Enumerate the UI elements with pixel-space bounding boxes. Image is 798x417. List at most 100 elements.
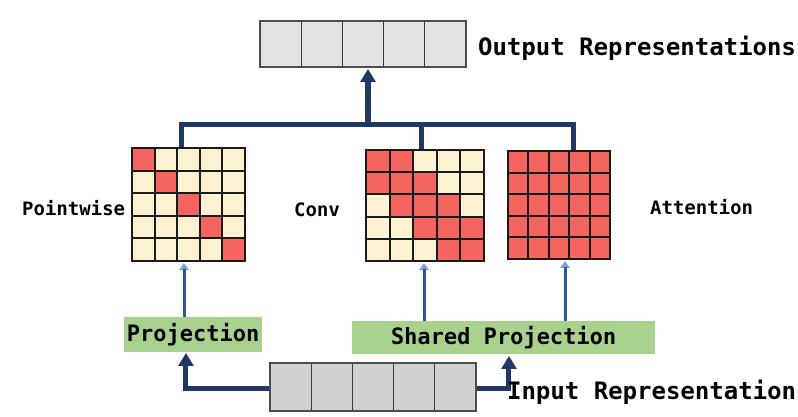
matrix-cell <box>548 172 570 195</box>
bar-cell <box>311 364 352 410</box>
matrix-cell <box>528 237 549 259</box>
matrix-cell <box>132 215 155 239</box>
matrix-cell <box>177 148 200 171</box>
matrix-cell <box>460 172 484 195</box>
matrix-cell <box>222 215 245 239</box>
matrix-cell <box>569 215 590 238</box>
matrix-cell <box>436 172 461 195</box>
matrix-cell <box>177 170 200 194</box>
matrix-cell <box>177 215 200 239</box>
matrix-cell <box>366 238 390 261</box>
matrix-cell <box>222 238 245 261</box>
matrix-cell <box>508 215 529 238</box>
bar-cell <box>271 364 311 410</box>
matrix-cell <box>413 150 437 173</box>
matrix-cell <box>569 151 590 173</box>
matrix-cell <box>460 150 484 173</box>
matrix-cell <box>199 170 223 194</box>
bar-cell <box>301 22 342 66</box>
bar-cell <box>424 22 465 66</box>
matrix-cell <box>528 151 549 173</box>
conv-label: Conv <box>294 199 340 221</box>
matrix-cell <box>508 237 529 259</box>
matrix-cell <box>199 193 223 216</box>
arrow-up-to-conv-icon <box>419 263 429 270</box>
matrix-cell <box>528 194 549 216</box>
bar-cell <box>261 22 301 66</box>
bar-cell <box>393 364 434 410</box>
matrix-cell <box>222 193 245 216</box>
matrix-cell <box>508 172 529 195</box>
connector-input-left-vertical <box>183 364 188 391</box>
matrix-cell <box>589 237 610 259</box>
conv-matrix <box>365 149 485 262</box>
connector-drop-pointwise <box>179 122 184 148</box>
input-representation-bar <box>269 362 477 412</box>
shared-projection-label: Shared Projection <box>390 325 617 350</box>
matrix-cell <box>436 238 461 261</box>
matrix-cell <box>548 151 570 173</box>
matrix-cell <box>199 238 223 261</box>
matrix-cell <box>413 172 437 195</box>
matrix-cell <box>177 193 200 216</box>
matrix-cell <box>436 194 461 217</box>
matrix-cell <box>132 238 155 261</box>
projection-label: Projection <box>126 322 260 347</box>
matrix-cell <box>589 215 610 238</box>
matrix-cell <box>389 172 414 195</box>
matrix-cell <box>460 238 484 261</box>
arrow-projection-to-pointwise <box>182 269 186 317</box>
arrow-up-to-output-icon <box>360 69 376 82</box>
attention-matrix <box>507 150 611 260</box>
matrix-cell <box>222 170 245 194</box>
shared-projection-box: Shared Projection <box>352 321 655 354</box>
matrix-cell <box>366 194 390 217</box>
bar-cell <box>383 22 424 66</box>
matrix-cell <box>154 170 178 194</box>
matrix-cell <box>589 172 610 195</box>
matrix-cell <box>548 215 570 238</box>
matrix-cell <box>589 151 610 173</box>
matrix-cell <box>389 216 414 239</box>
matrix-cell <box>132 193 155 216</box>
matrix-cell <box>548 194 570 216</box>
matrix-cell <box>548 237 570 259</box>
matrix-cell <box>460 194 484 217</box>
connector-horizontal <box>179 122 576 127</box>
matrix-cell <box>199 215 223 239</box>
matrix-cell <box>177 238 200 261</box>
matrix-cell <box>589 194 610 216</box>
matrix-cell <box>413 238 437 261</box>
matrix-cell <box>366 172 390 195</box>
matrix-cell <box>528 215 549 238</box>
connector-input-left-horizontal <box>183 386 270 391</box>
matrix-cell <box>413 216 437 239</box>
matrix-cell <box>366 150 390 173</box>
matrix-cell <box>569 237 590 259</box>
matrix-cell <box>366 216 390 239</box>
pointwise-matrix <box>131 147 246 262</box>
input-representations-label: Input Representations <box>507 377 798 405</box>
arrow-shared-to-attention <box>563 267 567 321</box>
matrix-cell <box>389 194 414 217</box>
arrow-up-to-shared-projection-icon <box>501 356 517 369</box>
connector-center-stem <box>365 80 371 127</box>
matrix-cell <box>436 216 461 239</box>
matrix-cell <box>132 148 155 171</box>
matrix-cell <box>154 193 178 216</box>
output-representation-bar <box>259 20 467 68</box>
matrix-cell <box>413 194 437 217</box>
matrix-cell <box>528 172 549 195</box>
bar-cell <box>352 364 393 410</box>
connector-input-right-horizontal <box>477 386 511 391</box>
output-representations-label: Output Representations <box>478 33 796 61</box>
matrix-cell <box>389 238 414 261</box>
matrix-cell <box>154 238 178 261</box>
matrix-cell <box>460 216 484 239</box>
matrix-cell <box>508 194 529 216</box>
attention-label: Attention <box>650 197 753 219</box>
connector-input-right-vertical <box>506 367 511 391</box>
bar-cell <box>342 22 383 66</box>
connector-drop-attention <box>571 122 576 151</box>
